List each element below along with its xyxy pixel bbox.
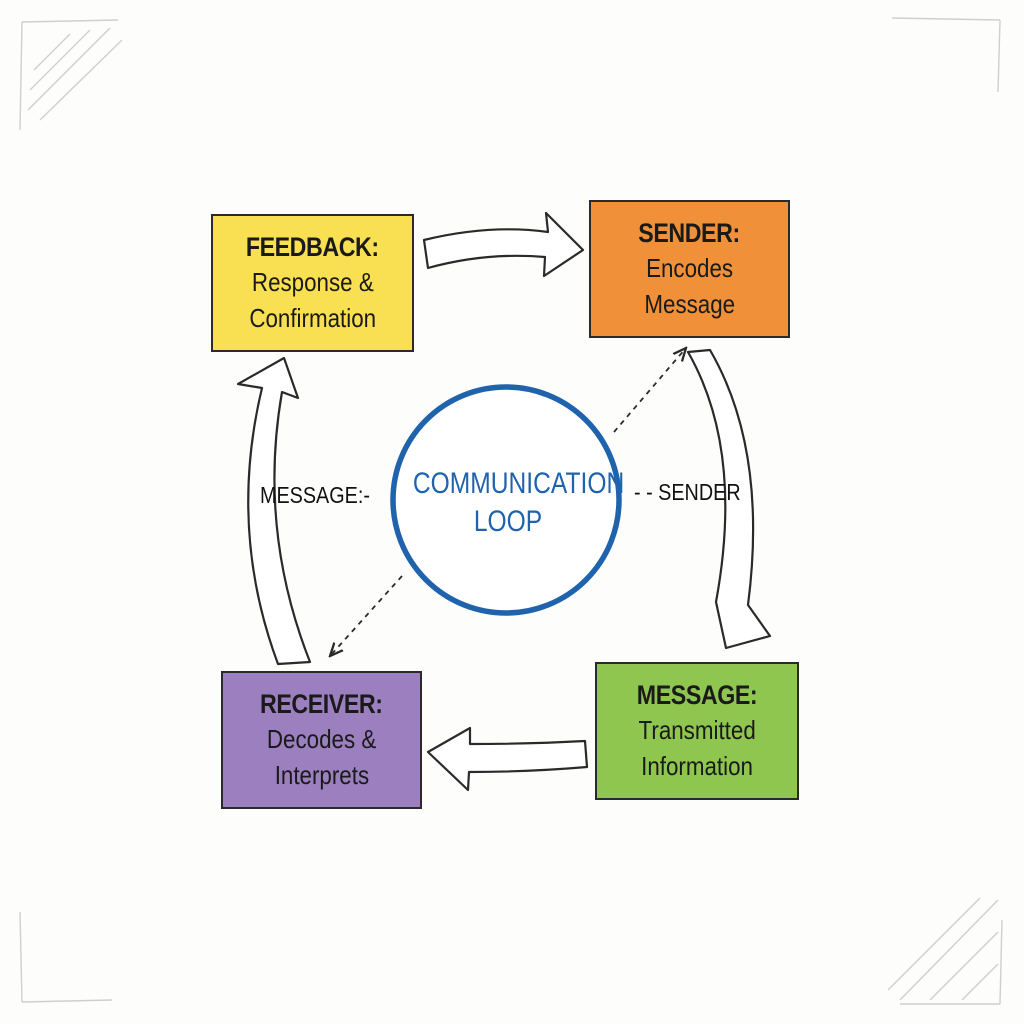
corner-decoration-bottom-left	[19, 911, 113, 1003]
sender-line-2: Message	[644, 289, 735, 319]
feedback-line-1: Response &	[251, 267, 374, 297]
arrow-feedback-to-sender	[422, 211, 585, 278]
corner-decoration-top-left	[19, 19, 123, 131]
arrow-sender-to-message	[686, 348, 772, 650]
center-line-2: LOOP	[473, 505, 543, 538]
feedback-line-2: Confirmation	[249, 303, 376, 333]
message-box: MESSAGE: Transmitted Information	[595, 662, 799, 800]
corner-decoration-bottom-right	[887, 897, 1003, 1005]
receiver-line-2: Interprets	[274, 760, 369, 790]
sender-box: SENDER: Encodes Message	[589, 200, 790, 338]
sender-line-1: Encodes	[645, 253, 734, 283]
dashed-arrow-to-sender	[613, 348, 686, 433]
feedback-box: FEEDBACK: Response & Confirmation	[211, 214, 414, 352]
communication-loop-circle	[390, 384, 622, 616]
center-line-1: COMMUNICATION	[412, 467, 625, 500]
receiver-title: RECEIVER:	[260, 689, 383, 719]
arrow-receiver-to-feedback	[236, 356, 312, 666]
dashed-arrow-to-receiver	[330, 575, 403, 656]
feedback-title: FEEDBACK:	[246, 232, 379, 262]
receiver-box: RECEIVER: Decodes & Interprets	[221, 671, 422, 809]
message-line-1: Transmitted	[638, 715, 756, 745]
side-label-message: MESSAGE:-	[260, 482, 370, 508]
receiver-line-1: Decodes &	[266, 724, 377, 754]
arrow-message-to-receiver	[426, 726, 589, 792]
side-label-sender: - - SENDER	[634, 479, 741, 505]
communication-loop-label: COMMUNICATION LOOP	[412, 465, 625, 541]
message-title: MESSAGE:	[636, 680, 758, 710]
corner-decoration-top-right	[891, 17, 1001, 93]
sender-title: SENDER:	[638, 218, 741, 248]
message-line-2: Information	[641, 751, 753, 781]
